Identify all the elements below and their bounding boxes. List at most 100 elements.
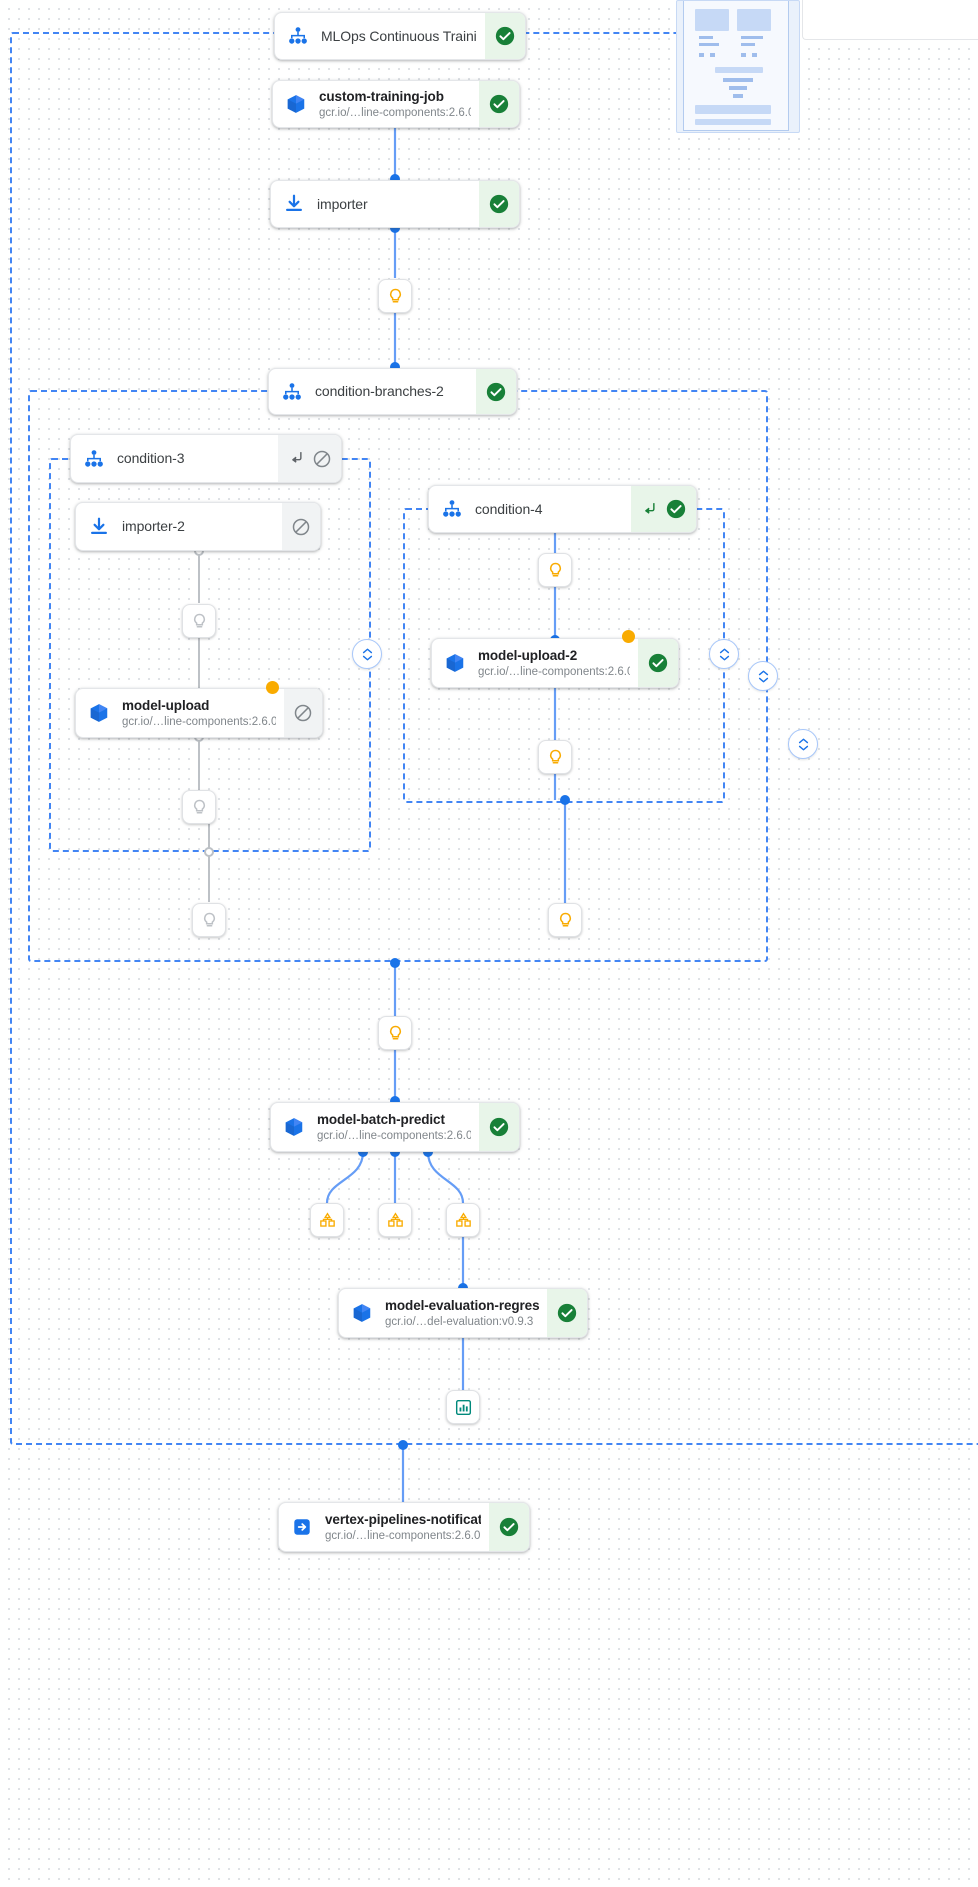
node-title: condition-branches-2 bbox=[315, 383, 444, 399]
node-text: MLOps Continuous Traini… bbox=[321, 13, 485, 59]
artifact-chip-batch-output-2[interactable] bbox=[378, 1203, 412, 1237]
artifact-chip-batch-output-1[interactable] bbox=[310, 1203, 344, 1237]
node-title: MLOps Continuous Traini… bbox=[321, 27, 477, 44]
node-subtitle: gcr.io/…line-components:2.6.0 bbox=[325, 1529, 481, 1542]
status-badge[interactable] bbox=[638, 639, 678, 687]
minimap-edge bbox=[752, 53, 757, 57]
node-subtitle: gcr.io/…line-components:2.6.0 bbox=[319, 106, 471, 119]
dataset-icon bbox=[387, 1211, 403, 1227]
collapse-toggle-root[interactable] bbox=[788, 729, 818, 759]
artifact-chip-importer-2-output[interactable] bbox=[182, 604, 216, 638]
status-badge[interactable] bbox=[631, 486, 696, 532]
minimap-edge bbox=[710, 53, 715, 57]
artifact-chip-importer-output[interactable] bbox=[378, 279, 412, 313]
branch-icon bbox=[292, 452, 302, 463]
warning-dot-model-upload-2 bbox=[622, 630, 635, 643]
node-model-evaluation-regression[interactable]: model-evaluation-regres… gcr.io/…del-eva… bbox=[338, 1288, 588, 1338]
node-title: importer bbox=[317, 195, 368, 212]
collapse-chevrons-icon bbox=[719, 648, 729, 660]
node-custom-training-job[interactable]: custom-training-job gcr.io/…line-compone… bbox=[272, 80, 520, 128]
dataset-icon bbox=[319, 1211, 335, 1227]
status-badge[interactable] bbox=[479, 1103, 519, 1151]
bulb-icon bbox=[549, 562, 561, 576]
node-title: condition-3 bbox=[117, 450, 185, 466]
node-text: importer bbox=[317, 181, 479, 227]
node-title: custom-training-job bbox=[319, 88, 444, 104]
status-badge[interactable] bbox=[479, 81, 519, 127]
minimap-edge bbox=[729, 86, 747, 90]
status-badge[interactable] bbox=[547, 1289, 587, 1337]
bulb-icon bbox=[559, 912, 571, 926]
minimap-edge bbox=[733, 94, 743, 98]
bulb-icon bbox=[193, 613, 205, 627]
node-mlops-continuous-training[interactable]: MLOps Continuous Traini… bbox=[274, 12, 526, 60]
status-badge[interactable] bbox=[479, 181, 519, 227]
node-text: importer-2 bbox=[122, 503, 282, 550]
check-circle-icon bbox=[495, 26, 515, 46]
node-model-upload-2[interactable]: model-upload-2 gcr.io/…line-components:2… bbox=[431, 638, 679, 688]
dag-icon bbox=[429, 486, 475, 532]
status-badge[interactable] bbox=[476, 369, 516, 414]
status-badge[interactable] bbox=[485, 13, 525, 59]
minimap-panel[interactable] bbox=[676, 0, 800, 133]
node-subtitle: gcr.io/…line-components:2.6.0 bbox=[122, 715, 276, 728]
block-icon bbox=[313, 450, 331, 467]
artifact-chip-batch-output-3[interactable] bbox=[446, 1203, 480, 1237]
check-circle-icon bbox=[489, 94, 509, 114]
bulb-icon bbox=[203, 912, 215, 926]
dag-icon bbox=[275, 13, 321, 59]
status-badge[interactable] bbox=[278, 435, 341, 482]
node-text: condition-3 bbox=[117, 435, 278, 482]
node-text: model-batch-predict gcr.io/…line-compone… bbox=[317, 1103, 479, 1151]
dataset-icon bbox=[455, 1211, 471, 1227]
node-importer[interactable]: importer bbox=[270, 180, 520, 228]
container-icon bbox=[339, 1289, 385, 1337]
block-icon bbox=[292, 518, 310, 535]
node-text: model-upload-2 gcr.io/…line-components:2… bbox=[478, 639, 638, 687]
metrics-icon bbox=[455, 1399, 471, 1415]
node-vertex-pipelines-notification[interactable]: vertex-pipelines-notificat… gcr.io/…line… bbox=[278, 1502, 530, 1552]
collapse-toggle-condition-branches-2[interactable] bbox=[748, 661, 778, 691]
check-circle-icon bbox=[486, 382, 506, 401]
collapse-toggle-condition-3[interactable] bbox=[352, 639, 382, 669]
node-model-batch-predict[interactable]: model-batch-predict gcr.io/…line-compone… bbox=[270, 1102, 520, 1152]
check-circle-icon bbox=[499, 1517, 519, 1537]
node-title: importer-2 bbox=[122, 518, 185, 534]
container-icon bbox=[273, 81, 319, 127]
node-importer-2[interactable]: importer-2 bbox=[75, 502, 321, 551]
node-title: model-evaluation-regres… bbox=[385, 1297, 539, 1313]
block-icon bbox=[294, 704, 312, 722]
node-condition-3[interactable]: condition-3 bbox=[70, 434, 342, 483]
artifact-chip-condition-3-output[interactable] bbox=[192, 903, 226, 937]
node-subtitle: gcr.io/…del-evaluation:v0.9.3 bbox=[385, 1315, 534, 1328]
minimap-node bbox=[695, 9, 729, 31]
status-badge[interactable] bbox=[284, 689, 322, 737]
node-subtitle: gcr.io/…line-components:2.6.0 bbox=[317, 1129, 471, 1142]
status-badge[interactable] bbox=[489, 1503, 529, 1551]
node-title: vertex-pipelines-notificat… bbox=[325, 1511, 481, 1527]
collapse-toggle-condition-4[interactable] bbox=[709, 639, 739, 669]
node-model-upload[interactable]: model-upload gcr.io/…line-components:2.6… bbox=[75, 688, 323, 738]
minimap-node bbox=[737, 9, 771, 31]
minimap-node bbox=[695, 105, 771, 114]
collapse-chevrons-icon bbox=[758, 670, 768, 682]
exit-icon bbox=[279, 1503, 325, 1551]
check-circle-icon bbox=[648, 653, 668, 673]
minimap-edge bbox=[741, 53, 746, 57]
artifact-chip-condition-4-input[interactable] bbox=[538, 553, 572, 587]
artifact-chip-condition-4-output[interactable] bbox=[548, 903, 582, 937]
minimap-edge bbox=[699, 36, 713, 39]
node-text: model-upload gcr.io/…line-components:2.6… bbox=[122, 689, 284, 737]
minimap-node bbox=[695, 119, 771, 125]
artifact-chip-model-upload-2-output[interactable] bbox=[538, 740, 572, 774]
artifact-chip-model-upload-output[interactable] bbox=[182, 790, 216, 824]
container-icon bbox=[76, 689, 122, 737]
node-condition-branches-2[interactable]: condition-branches-2 bbox=[268, 368, 517, 415]
node-condition-4[interactable]: condition-4 bbox=[428, 485, 697, 533]
minimap-edge bbox=[699, 43, 719, 46]
artifact-chip-condition-branches-2-output[interactable] bbox=[378, 1016, 412, 1050]
status-badge[interactable] bbox=[282, 503, 320, 550]
node-title: model-batch-predict bbox=[317, 1111, 445, 1127]
artifact-chip-metrics[interactable] bbox=[446, 1390, 480, 1424]
